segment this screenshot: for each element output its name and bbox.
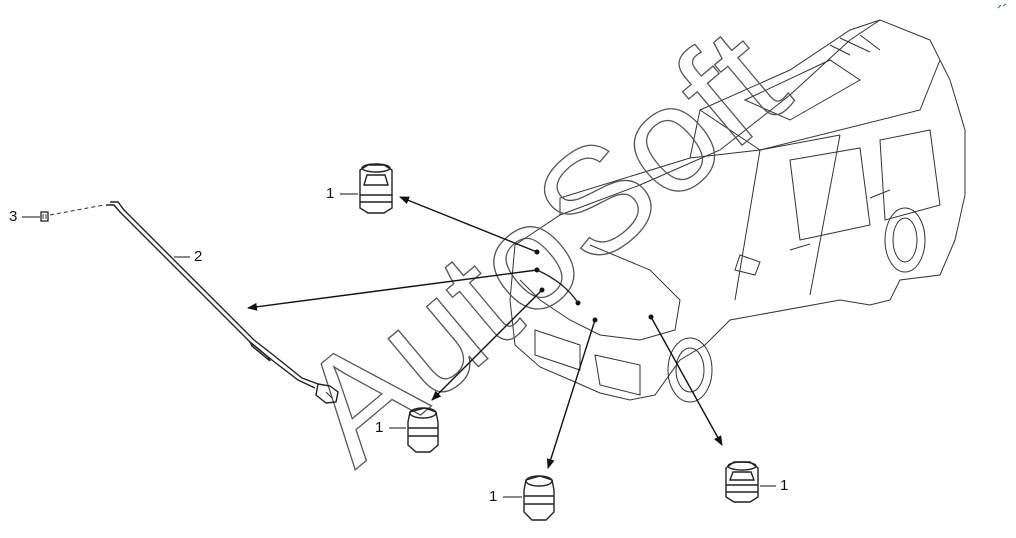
wiring-harness [106,201,339,404]
watermark: AutoSoft [267,0,817,495]
callout-1-d: 1 [780,477,789,494]
clip-part [40,204,105,222]
vehicle-outline [509,19,966,403]
sensor-part-d [725,461,759,503]
callout-1-a: 1 [326,185,335,202]
sensor-part-a [359,163,393,214]
callout-leaders [22,193,776,498]
watermark-text: AutoSoft [268,0,817,495]
sensor-part-c [523,475,555,521]
callout-3: 3 [9,208,18,225]
callout-1-c: 1 [489,488,498,505]
callout-1-b: 1 [375,419,384,436]
leader-arrows [247,196,723,469]
corner-mark [997,3,1007,9]
sensor-part-b [407,407,439,453]
callout-2: 2 [194,248,203,265]
